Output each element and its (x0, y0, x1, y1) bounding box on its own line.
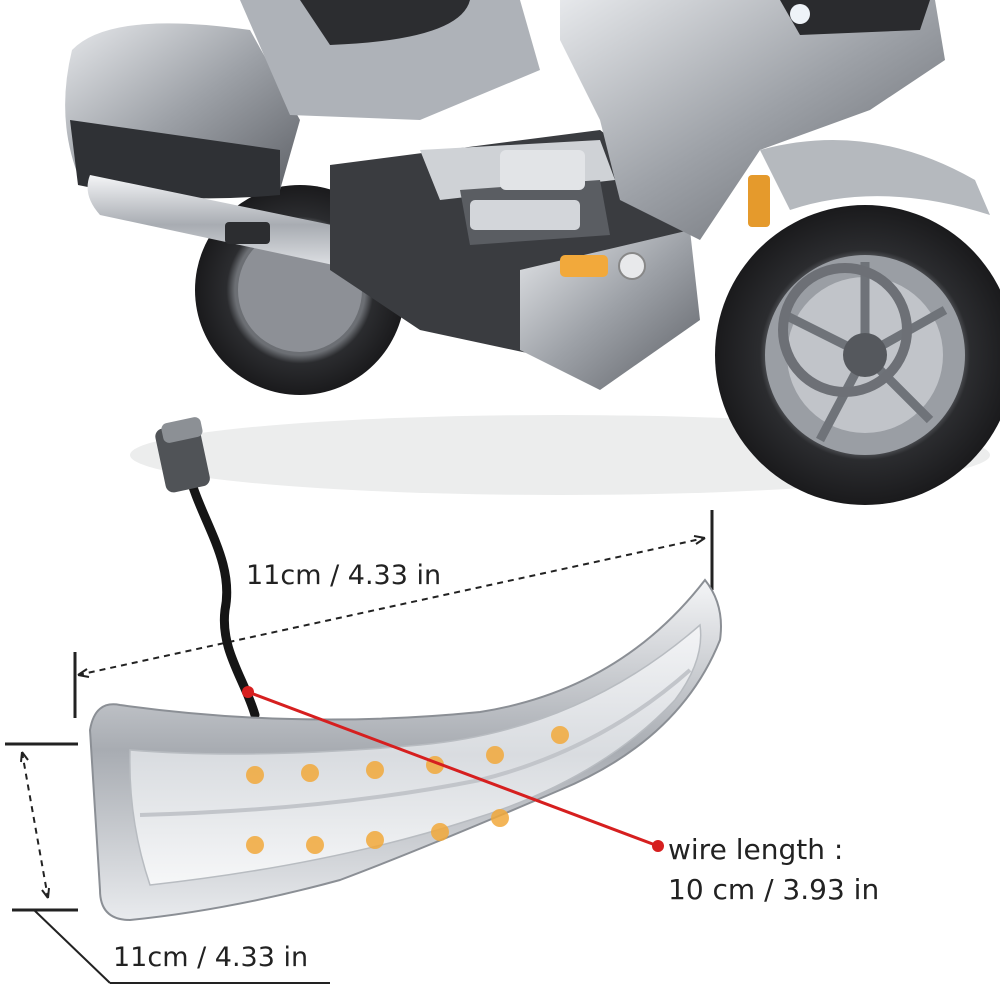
height-dimension-label: 11cm / 4.33 in (113, 942, 309, 973)
led-dots (246, 726, 569, 854)
dimension-lines (5, 510, 714, 984)
wire (183, 465, 260, 720)
wire-length-value: 10 cm / 3.93 in (668, 873, 880, 906)
motorcycle (65, 0, 1000, 505)
wire-length-label: wire length : (668, 833, 844, 866)
wire-length-annotation: wire length : 10 cm / 3.93 in (668, 830, 879, 910)
wire-pointer (242, 686, 664, 852)
width-dimension-label: 11cm / 4.33 in (246, 560, 442, 591)
